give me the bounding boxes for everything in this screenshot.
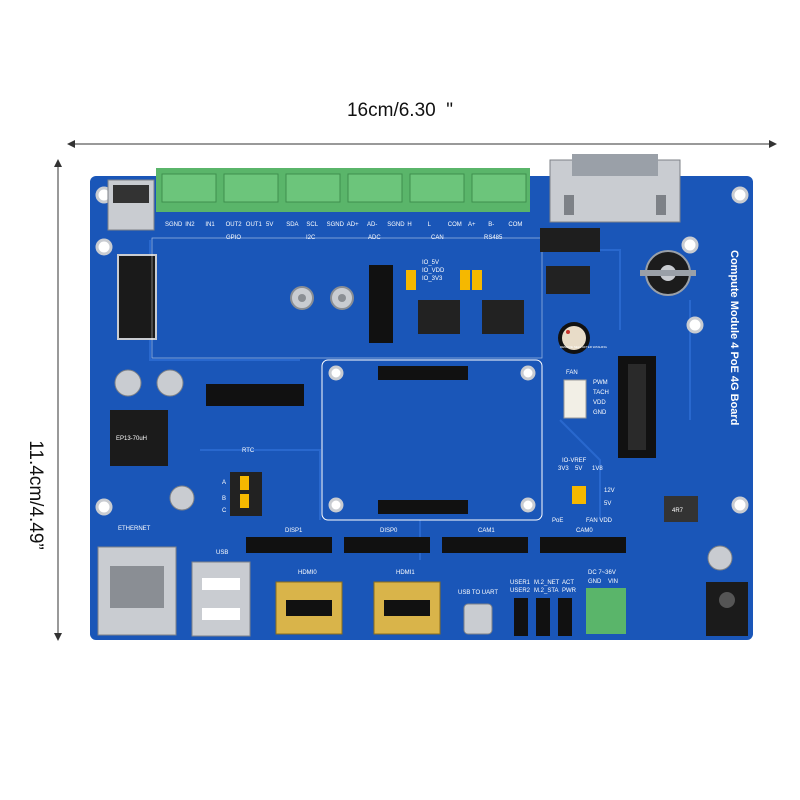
buzzer-seal-text: REMOVE SEAL AFTER WASHING [560,345,608,349]
fan-pin-tach: TACH [593,390,609,396]
ic-chip-2 [482,300,524,334]
capacitors [114,369,733,571]
terminal-label: AD+ [347,222,359,228]
pin-header [206,384,304,406]
cam1-label: CAM1 [478,528,495,534]
disp1-connector [246,537,332,553]
inductor-label: EP13-70uH [116,436,147,442]
terminal-label: OUT2 [226,222,243,228]
silkscreen-outline [151,237,543,359]
disp0-label: DISP0 [380,528,398,534]
inductor-small-label: 4R7 [672,508,684,514]
terminal-label: SGND [327,222,345,228]
poe-label: PoE [552,518,563,524]
terminal-label: B- [488,222,494,228]
m2-slot [117,254,157,340]
fan-pin-vdd: VDD [593,400,606,406]
usb-c-port [463,603,493,635]
terminal-label: COM [508,222,522,228]
usb-port [191,561,251,637]
terminal-label: AD- [367,222,377,228]
terminal-label: SGND [387,222,405,228]
jumper-io-5v-label: IO_5V [422,260,439,266]
fan-label: FAN [566,370,578,376]
cm4-socket-area [321,359,543,521]
ic-chip-1 [418,300,460,334]
dc-barrel-jack [706,582,748,636]
terminal-label: IN2 [185,222,195,228]
led-user1-label: USER1 [510,580,531,586]
hdmi1-label: HDMI1 [396,570,415,576]
fan-pin-pwm: PWM [593,380,608,386]
jumper-io-vdd-label: IO_VDD [422,268,445,274]
inductor-small [664,496,698,522]
terminal-label: A+ [468,222,476,228]
led-act-label: ACT [562,580,574,586]
led-pwr-label: PWR [562,588,577,594]
io-vref-3v3: 3V3 [558,466,569,472]
led-m2-net-label: M.2_NET [534,580,560,586]
disp1-label: DISP1 [285,528,303,534]
terminal-label: IN1 [205,222,215,228]
fan-connector [563,379,587,419]
ethernet-label: ETHERNET [118,526,151,532]
disp0-connector [344,537,430,553]
rtc-label: RTC [242,448,255,454]
led-user2-label: USER2 [510,588,531,594]
jumper-c-label: C [222,508,227,514]
power-inductor [110,410,168,466]
fan-vdd-label: FAN VDD [586,518,613,524]
led-m2-sta-label: M.2_STA [534,588,559,594]
black-module [369,265,393,343]
vin-label: VIN [608,579,618,585]
terminal-screw-group [285,173,341,203]
io-jumpers [406,270,482,290]
jumper-a-label: A [222,480,226,486]
terminal-label: SGND [165,222,183,228]
poe-5v-label: 5V [604,501,611,507]
terminal-screws [161,173,527,203]
terminal-screw-group [471,173,527,203]
terminal-label: SCL [306,222,318,228]
usb-uart-label: USB TO UART [458,590,498,596]
terminal-label: OUT1 [246,222,263,228]
board-title: Compute Module 4 PoE 4G Board [728,250,740,425]
fan-pin-gnd: GND [593,410,607,416]
cm4-connector-bottom [378,500,468,514]
usb-label: USB [216,550,228,556]
dc-input-label: DC 7~36V [588,570,616,576]
jumper-b-label: B [222,496,226,502]
io-vref-label: IO-VREF [562,458,587,464]
terminal-label: H [407,222,411,228]
gnd-label: GND [588,579,602,585]
jumper-io-3v3-label: IO_3V3 [422,276,443,282]
cm4-mount-holes [328,365,536,513]
terminal-label: SDA [286,222,298,228]
terminal-label: L [428,222,432,228]
cam0-label: CAM0 [576,528,593,534]
cam1-connector [442,537,528,553]
cm4-connector-top [378,366,468,380]
hdmi0-label: HDMI0 [298,570,317,576]
cam0-connector [540,537,626,553]
ic-chip-small [540,228,600,252]
terminal-screw-group [161,173,217,203]
terminal-screw-group [409,173,465,203]
terminal-screw-group [347,173,403,203]
dc-terminal [586,588,626,634]
terminal-screw-group [223,173,279,203]
ic-chip-3 [546,266,590,294]
led-indicators [514,598,572,636]
io-vref-5v: 5V [575,466,582,472]
terminal-block [156,168,530,212]
io-vref-1v8: 1V8 [592,466,603,472]
terminal-label: 5V [266,222,273,228]
io-vref-jumper [572,486,586,504]
width-dimension-label: 16cm/6.30 " [346,100,454,121]
terminal-label: COM [448,222,462,228]
poe-12v-label: 12V [604,488,615,494]
